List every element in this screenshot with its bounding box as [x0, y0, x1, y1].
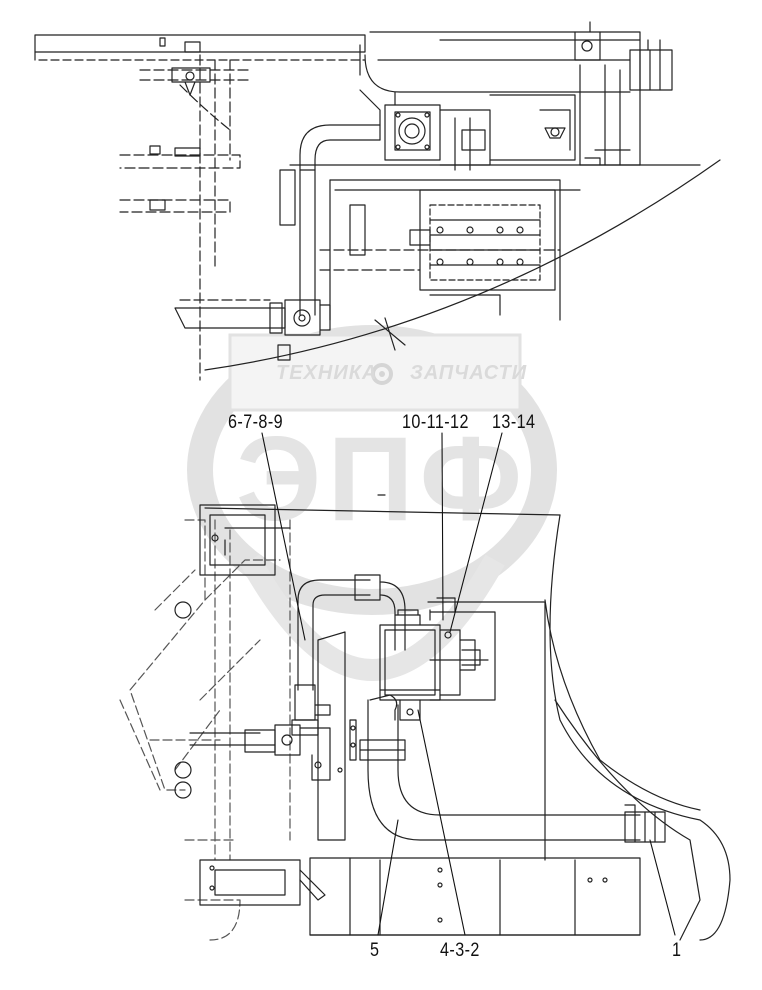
top-bracket-solid: [149, 67, 211, 211]
gear-icon: [371, 363, 393, 385]
leader-4-3-2: [417, 709, 466, 936]
watermark-logo-letters: ЭПФ: [236, 412, 529, 546]
callout-1: 1: [672, 940, 682, 961]
bottom-main-hose: [359, 694, 666, 843]
callout-13-14: 13-14: [492, 412, 536, 433]
leader-lines: [261, 432, 676, 936]
top-housing-cut: [204, 159, 721, 371]
bottom-hose-left: [291, 574, 406, 736]
leader-1: [649, 839, 676, 936]
bottom-side-plate: [317, 631, 357, 841]
watermark-text-left: ТЕХНИКА: [276, 362, 378, 384]
leader-13-14: [449, 432, 503, 633]
bottom-pipe-fitting: [189, 724, 331, 781]
bottom-housing-outline: [377, 494, 731, 941]
callout-4-3-2: 4-3-2: [440, 940, 480, 961]
watermark-text-right: ЗАПЧАСТИ: [410, 362, 528, 384]
top-engine-block: [359, 21, 673, 171]
bottom-frame-solid: [174, 504, 641, 936]
leader-10-11-12: [441, 432, 444, 621]
callout-10-11-12: 10-11-12: [402, 412, 469, 433]
top-frame-rail: [34, 34, 366, 76]
callout-5: 5: [370, 940, 380, 961]
top-hose-left: [299, 124, 381, 316]
callout-6-7-8-9: 6-7-8-9: [228, 412, 284, 433]
top-pipe-fitting: [174, 299, 331, 361]
leader-6-7-8-9: [261, 432, 306, 641]
bottom-frame-hidden: [119, 519, 291, 941]
top-bracket-left: [119, 54, 271, 381]
leader-5: [377, 819, 399, 936]
